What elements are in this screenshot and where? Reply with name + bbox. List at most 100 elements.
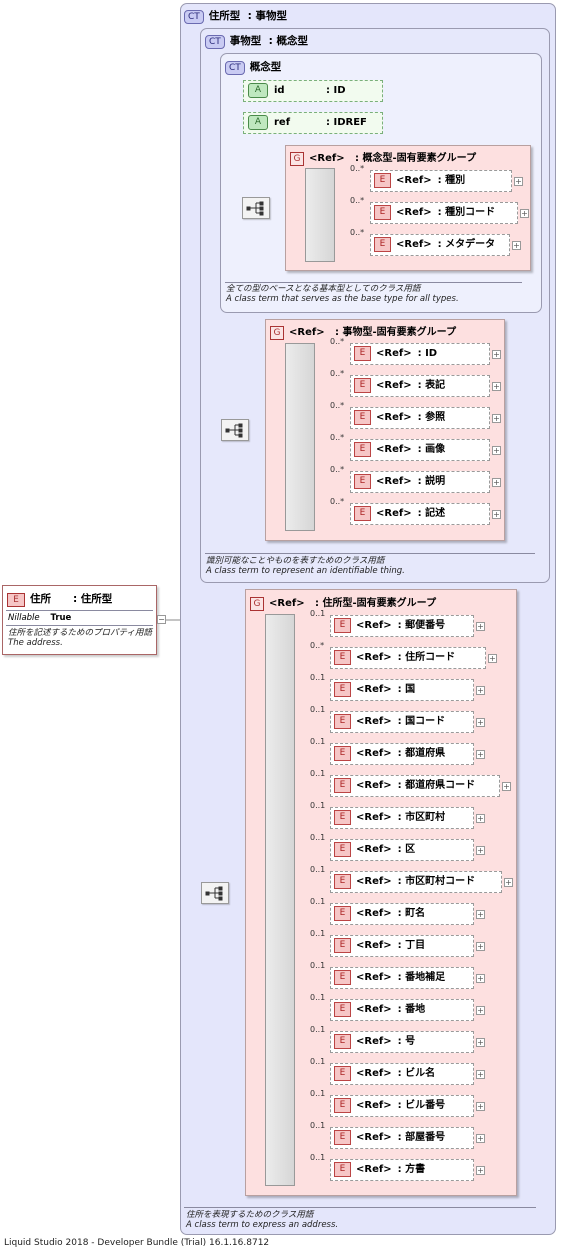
element-ref-box[interactable]: E<Ref>: 種別 [370,170,512,192]
expand-toggle[interactable]: + [476,846,485,855]
expand-toggle[interactable]: + [476,974,485,983]
element-ref-box[interactable]: E<Ref>: 郵便番号 [330,615,474,637]
element-icon: E [354,345,371,361]
element-ref: <Ref> [356,1100,392,1111]
expand-toggle[interactable]: + [504,878,513,887]
expand-toggle[interactable]: + [492,414,501,423]
sequence-compositor[interactable] [221,419,249,441]
cardinality-label: 0..1 [310,609,326,618]
expand-toggle[interactable]: + [514,177,523,186]
expand-toggle[interactable]: + [492,350,501,359]
expand-toggle[interactable]: + [476,814,485,823]
element-ref-box[interactable]: E<Ref>: 部屋番号 [330,1127,474,1149]
expand-toggle[interactable]: + [520,209,529,218]
element-ref: <Ref> [376,508,412,519]
expand-toggle[interactable]: + [492,382,501,391]
element-ref-box[interactable]: E<Ref>: 参照 [350,407,490,429]
element-ref-box[interactable]: E<Ref>: 国 [330,679,474,701]
cardinality-label: 0..* [330,497,345,506]
element-ref-box[interactable]: E<Ref>: ID [350,343,490,365]
element-ref-box[interactable]: E<Ref>: 住所コード [330,647,486,669]
element-ref-box[interactable]: E<Ref>: 市区町村コード [330,871,502,893]
expand-toggle[interactable]: + [476,910,485,919]
expand-toggle[interactable]: + [476,1134,485,1143]
expand-toggle[interactable]: + [476,1102,485,1111]
expand-toggle[interactable]: + [476,1006,485,1015]
element-ref-box[interactable]: E<Ref>: ビル番号 [330,1095,474,1117]
element-ref-box[interactable]: E<Ref>: 方書 [330,1159,474,1181]
expand-toggle[interactable]: + [492,478,501,487]
element-icon: E [374,204,391,220]
expand-toggle[interactable]: + [502,782,511,791]
expand-toggle[interactable]: + [488,654,497,663]
base-type: : 事物型 [247,10,287,22]
expand-toggle[interactable]: + [476,686,485,695]
group-thing-header[interactable]: G<Ref> : 事物型-固有要素グループ [270,323,456,340]
doc-ja: 住所を記述するためのプロパティ用語 [8,628,152,638]
expand-toggle[interactable]: + [476,718,485,727]
element-ref-box[interactable]: E<Ref>: 番地補足 [330,967,474,989]
element-name: : 市区町村 [397,812,446,823]
element-ref-box[interactable]: E<Ref>: 国コード [330,711,474,733]
expand-toggle[interactable]: + [476,1038,485,1047]
element-ref-box[interactable]: E<Ref>: ビル名 [330,1063,474,1085]
collapse-toggle[interactable]: − [157,615,166,624]
cardinality-label: 0..1 [310,737,326,746]
element-ref-box[interactable]: E<Ref>: 番地 [330,999,474,1021]
expand-toggle[interactable]: + [476,942,485,951]
element-ref-box[interactable]: E<Ref>: 区 [330,839,474,861]
expand-toggle[interactable]: + [512,241,521,250]
element-name: : ID [417,348,438,359]
element-ref-box[interactable]: E<Ref>: メタデータ [370,234,510,256]
cardinality-label: 0..1 [310,1025,326,1034]
cardinality-label: 0..1 [310,961,326,970]
element-ref: <Ref> [356,1068,392,1079]
group-icon: G [290,152,304,166]
group-ref: <Ref> [269,598,305,609]
element-ref-box[interactable]: E<Ref>: 号 [330,1031,474,1053]
group-name: : 事物型-固有要素グループ [335,327,457,338]
element-ref-box[interactable]: E<Ref>: 記述 [350,503,490,525]
expand-toggle[interactable]: + [476,1166,485,1175]
attribute-type: : ID [326,85,346,96]
element-ref-box[interactable]: E<Ref>: 表記 [350,375,490,397]
element-ref-box[interactable]: E<Ref>: 都道府県 [330,743,474,765]
group-concept-header[interactable]: G<Ref> : 概念型-固有要素グループ [290,149,476,166]
sequence-icon [225,423,243,438]
group-icon: G [270,326,284,340]
cardinality-label: 0..* [330,465,345,474]
nillable-row: Nillable True [8,613,71,623]
expand-toggle[interactable]: + [476,750,485,759]
element-name: : 番地 [397,1004,426,1015]
element-ref-box[interactable]: E<Ref>: 町名 [330,903,474,925]
group-address-header[interactable]: G<Ref> : 住所型-固有要素グループ [250,594,436,611]
element-name: : 丁目 [397,940,426,951]
doc-en: The address. [8,638,63,648]
element-name: : 番地補足 [397,972,446,983]
element-icon: E [334,1065,351,1081]
element-ref-box[interactable]: E<Ref>: 説明 [350,471,490,493]
expand-toggle[interactable]: + [476,622,485,631]
expand-toggle[interactable]: + [476,1070,485,1079]
expand-toggle[interactable]: + [492,446,501,455]
element-ref-box[interactable]: E<Ref>: 丁目 [330,935,474,957]
expand-toggle[interactable]: + [492,510,501,519]
element-ref-box[interactable]: E<Ref>: 市区町村 [330,807,474,829]
element-ref-box[interactable]: E<Ref>: 画像 [350,439,490,461]
element-ref: <Ref> [376,380,412,391]
element-name: : 都道府県 [397,748,446,759]
element-icon: E [334,905,351,921]
sequence-icon [205,886,223,901]
sequence-compositor[interactable] [201,882,229,904]
sequence-compositor[interactable] [242,197,270,219]
element-ref-box[interactable]: E<Ref>: 種別コード [370,202,518,224]
element-ref-box[interactable]: E<Ref>: 都道府県コード [330,775,500,797]
attribute-icon: A [248,82,268,98]
element-ref: <Ref> [356,1132,392,1143]
